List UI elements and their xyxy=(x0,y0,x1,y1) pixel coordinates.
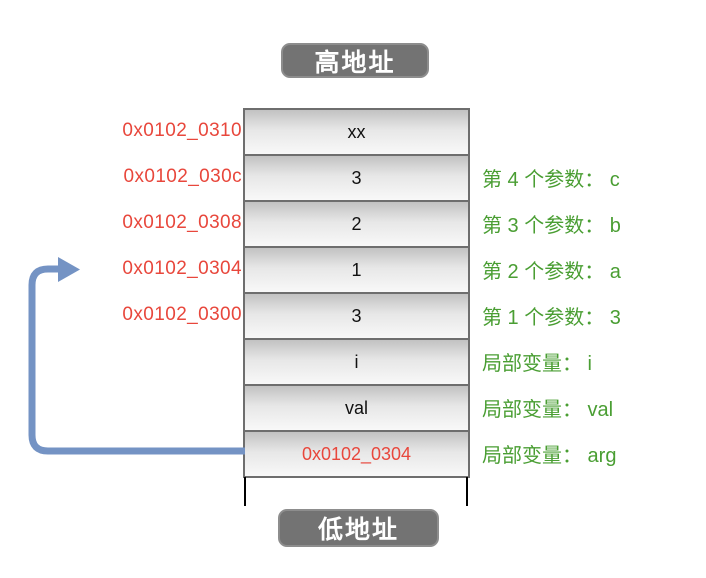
high-address-badge: 高地址 xyxy=(281,43,429,78)
annotation: 第 3 个参数： b xyxy=(482,214,621,237)
high-address-label: 高地址 xyxy=(314,48,396,77)
cell-value: xx xyxy=(347,121,366,142)
stack-rail-left xyxy=(244,477,246,506)
cell-value: i xyxy=(354,351,359,372)
cell-value: 1 xyxy=(351,259,362,280)
address-value: 0x0102_030c xyxy=(123,166,242,187)
cell-value: 3 xyxy=(351,305,362,326)
stack-cell: val xyxy=(243,384,470,432)
cell-value: 2 xyxy=(351,213,362,234)
address-value: 0x0102_0308 xyxy=(122,212,242,233)
stack-cell: 2 xyxy=(243,200,470,248)
stack-rail-right xyxy=(466,477,468,506)
stack-cell: i xyxy=(243,338,470,386)
memory-stack: xx 3 2 1 3 i val 0x0102_0304 xyxy=(243,108,470,478)
stack-cell: 1 xyxy=(243,246,470,294)
annotation: 第 1 个参数： 3 xyxy=(482,306,621,329)
cell-value: 3 xyxy=(351,167,362,188)
annotation: 局部变量： val xyxy=(482,398,614,421)
annotation: 局部变量： i xyxy=(482,352,592,375)
address-column: 0x0102_0310 0x0102_030c 0x0102_0308 0x01… xyxy=(0,108,242,338)
annotation: 第 2 个参数： a xyxy=(482,260,621,283)
address-value: 0x0102_0300 xyxy=(122,304,242,325)
stack-cell: 3 xyxy=(243,292,470,340)
annotation: 局部变量： arg xyxy=(482,444,617,467)
low-address-badge: 低地址 xyxy=(278,509,439,547)
stack-cell: 3 xyxy=(243,154,470,202)
address-value: 0x0102_0310 xyxy=(122,120,242,141)
cell-value: val xyxy=(344,397,368,418)
annotation: 第 4 个参数： c xyxy=(482,168,620,191)
low-address-label: 低地址 xyxy=(317,516,399,544)
cell-value: 0x0102_0304 xyxy=(301,443,412,464)
address-value: 0x0102_0304 xyxy=(122,258,242,279)
stack-cell: xx xyxy=(243,108,470,156)
stack-cell-arg-pointer: 0x0102_0304 xyxy=(243,430,470,478)
annotation-column: 第 4 个参数： c 第 3 个参数： b 第 2 个参数： a 第 1 个参数… xyxy=(482,154,621,476)
